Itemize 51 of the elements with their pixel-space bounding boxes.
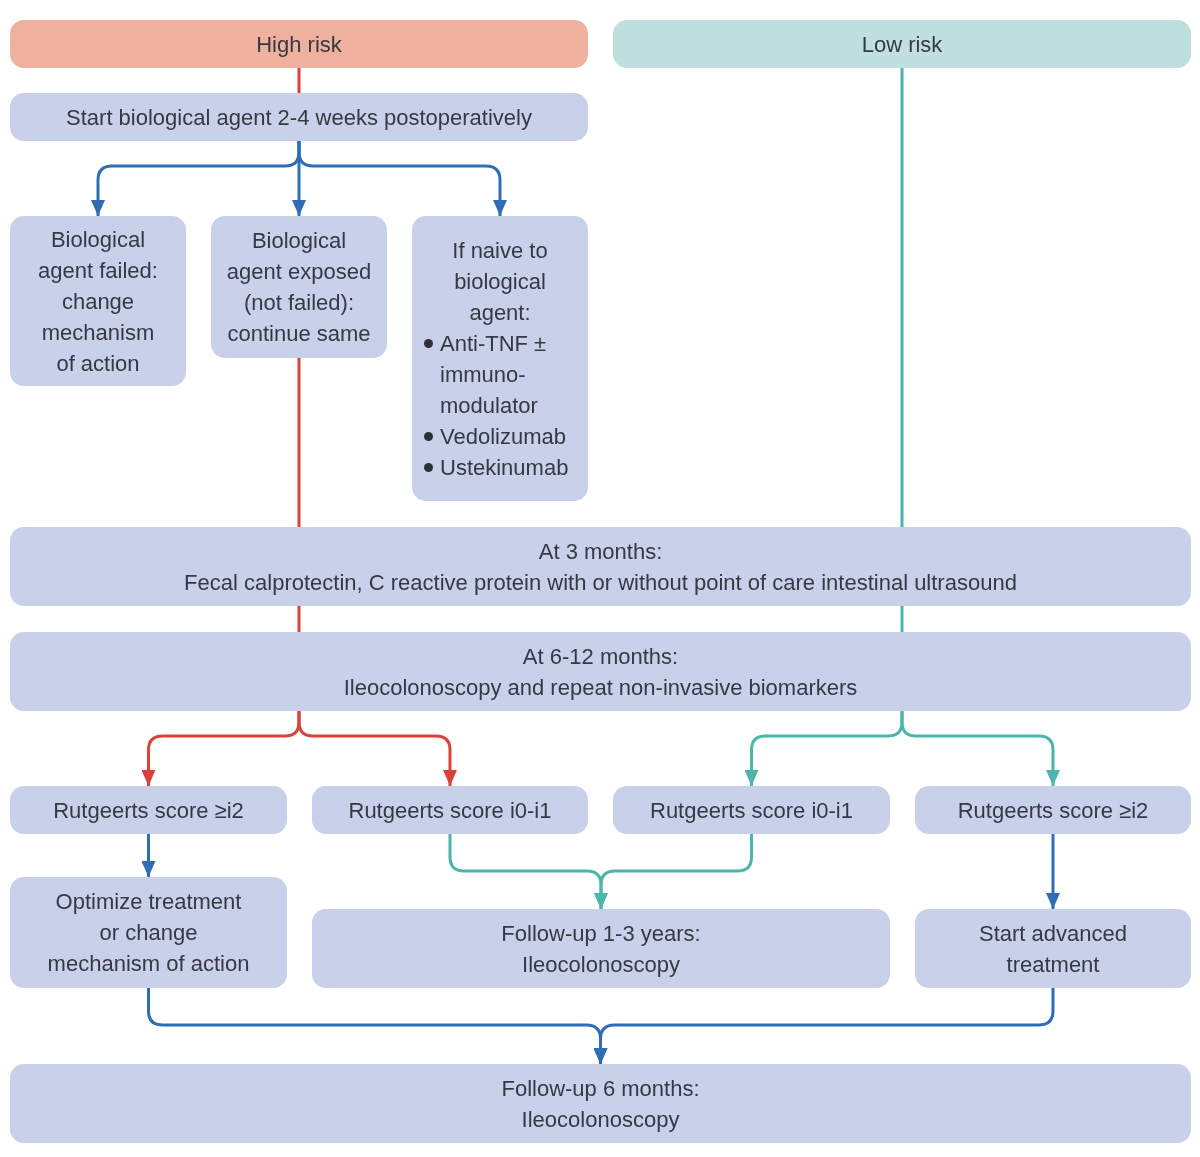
process-box [312, 786, 588, 834]
process-box [613, 786, 890, 834]
connector-line [297, 68, 301, 93]
box-text: Ileocolonoscopy [521, 1105, 680, 1134]
list-item-text: Vedolizumab [440, 422, 566, 451]
process-box [10, 93, 588, 141]
box-text: Low risk [861, 30, 943, 59]
process-box [10, 216, 186, 386]
connector-line [297, 606, 301, 632]
connector-arrow [1046, 834, 1060, 909]
box-text: Follow-up 1-3 years: [501, 919, 701, 948]
process-box [10, 786, 287, 834]
list-item-text: Anti-TNF ± immuno-modulator [440, 329, 548, 420]
box-text: Rutgeerts score ≥i2 [957, 796, 1149, 825]
risk-header [10, 20, 588, 68]
process-box [10, 527, 1191, 606]
risk-header [613, 20, 1191, 68]
box-text: Fecal calprotectin, C reactive protein with or without point of care intestinal ultrasound [184, 568, 1017, 597]
connector-arrow [297, 141, 507, 216]
connector-line [900, 68, 904, 527]
connector-line [297, 358, 301, 527]
box-text: Ileocolonoscopy [522, 950, 680, 979]
connector-arrow [900, 711, 1060, 786]
box-text: Start advanced treatment [978, 919, 1128, 979]
box-text: Rutgeerts score i0-i1 [348, 796, 552, 825]
connector-arrow [593, 988, 1055, 1064]
process-box [412, 216, 588, 501]
box-text: At 3 months: [538, 537, 663, 566]
connector-arrow [141, 834, 156, 877]
process-box [10, 1064, 1191, 1143]
box-text: At 6-12 months: [522, 642, 679, 671]
process-box [312, 909, 890, 988]
process-box [211, 216, 387, 358]
box-text: If naive to biological agent: [451, 236, 549, 327]
connector-arrow [297, 711, 457, 786]
list-item-text: Ustekinumab [440, 453, 569, 482]
process-box [10, 632, 1191, 711]
box-text: Optimize treatment or change mechanism of action [46, 888, 251, 978]
process-box [915, 786, 1191, 834]
process-box [915, 909, 1191, 988]
box-text: Follow-up 6 months: [501, 1074, 700, 1103]
box-text: Start biological agent 2-4 weeks postoperatively [66, 103, 532, 132]
connector-line [900, 606, 904, 632]
connector-arrow [594, 834, 753, 909]
box-text: Rutgeerts score ≥i2 [53, 796, 244, 825]
box-text: Rutgeerts score i0-i1 [650, 796, 853, 825]
box-text: Ileocolonoscopy and repeat non-invasive biomarkers [343, 673, 858, 702]
box-text: Biological agent exposed (not failed): continue same [225, 227, 373, 348]
box-text: High risk [256, 30, 342, 59]
process-box [10, 877, 287, 988]
box-text: Biological agent failed: change mechanism of action [37, 225, 159, 378]
